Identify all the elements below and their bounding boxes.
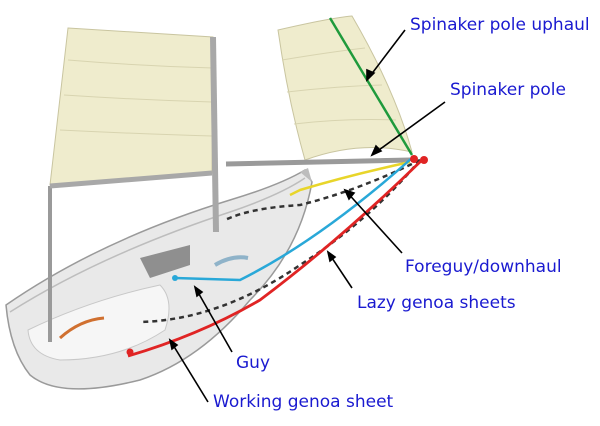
lazy-sheets-label: Lazy genoa sheets [357,293,516,313]
working-sheet-arrowhead [168,338,179,351]
working-sheet-winch [126,348,134,356]
hull [5,168,313,390]
guy-line [174,157,413,282]
foreguy-line [289,160,411,197]
guy-pointer [194,286,233,353]
foreguy-label: Foreguy/downhaul [405,257,562,277]
pole-end-fitting [410,155,418,163]
boom [49,170,213,189]
bow-fitting [420,156,428,164]
mainsail [49,27,214,186]
pole-label: Spinaker pole [450,80,566,100]
working-sheet-line [127,158,423,358]
guy-cleat [172,275,178,281]
uphaul-pointer [366,29,406,81]
spinnaker-pole [225,157,411,167]
lazy-sheet-line [224,158,421,222]
foreguy-arrowhead [343,188,356,201]
guy-label: Guy [236,353,270,373]
uphaul-arrowhead [366,68,376,82]
working-sheet-label: Working genoa sheet [213,392,394,412]
mast [210,36,219,233]
uphaul-line [328,17,414,156]
pole-pointer [371,101,446,156]
pointer-arrows [168,29,446,403]
pole-arrowhead [370,144,383,157]
foreguy-pointer [344,189,403,254]
uphaul-label: Spinaker pole uphaul [410,15,590,35]
working-sheet-pointer [169,339,209,403]
lazy-sheets-arrowhead [326,250,337,263]
spinnaker [277,15,413,161]
guy-arrowhead [193,285,204,298]
